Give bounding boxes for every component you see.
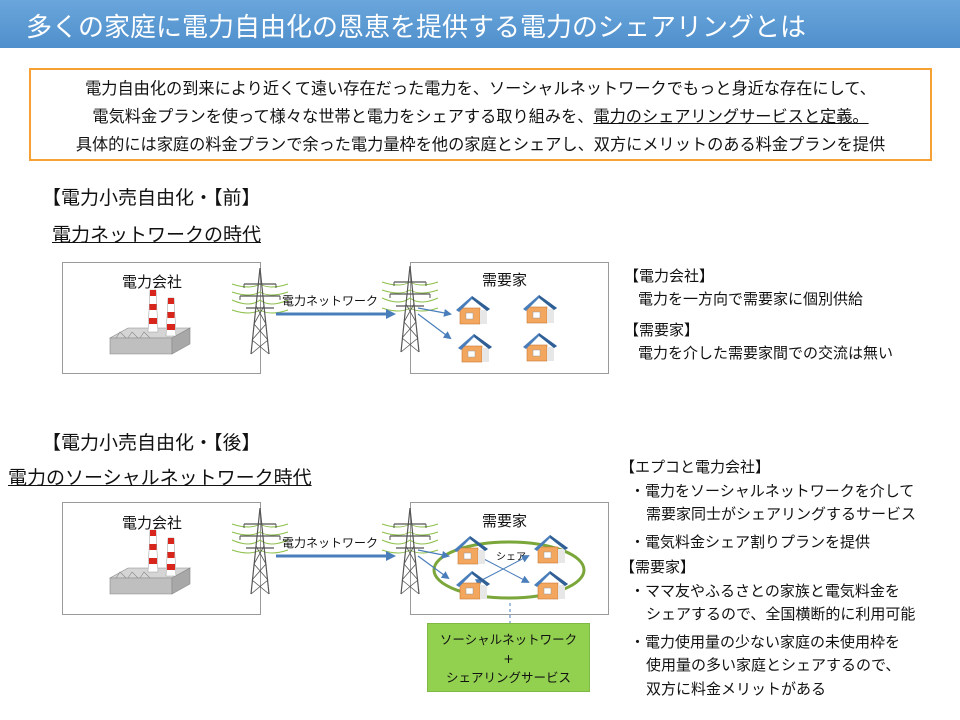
before-consumer-box <box>410 262 609 374</box>
before-heading: 【電力小売自由化・【前】 <box>42 187 261 209</box>
after-subheading: 電力のソーシャルネットワーク時代 <box>8 467 312 489</box>
service-line-2: + <box>503 651 514 666</box>
after-house-icon-1 <box>453 535 489 565</box>
service-line-1: ソーシャルネットワーク <box>439 632 578 647</box>
after-note-consumer-2b: 使用量の多い家庭とシェアするので、 <box>646 656 901 674</box>
share-ellipse <box>432 540 586 600</box>
before-note-consumer-text: 電力を介した需要家間での交流は無い <box>638 344 894 362</box>
before-company-box <box>62 262 261 374</box>
after-note-consumer-2c: 双方に料金メリットがある <box>646 679 827 698</box>
summary-box: 電力自由化の到来により近くて遠い存在だった電力を、ソーシャルネットワークでもっと… <box>29 68 932 161</box>
summary-definition: 電力のシェアリングサービスと定義。 <box>593 107 869 126</box>
after-network-label: 電力ネットワーク <box>282 536 379 550</box>
after-note-consumer-1a: ・ママ友やふるさとの家族と電気料金を <box>630 581 900 600</box>
after-note-epco-1a: ・電力をソーシャルネットワークを介して <box>630 481 915 500</box>
service-line-3: シェアリングサービス <box>445 670 571 685</box>
before-note-company-text: 電力を一方向で需要家に個別供給 <box>638 290 864 308</box>
after-note-consumer-2a: ・電力使用量の少ない家庭の未使用枠を <box>630 632 901 651</box>
after-notes: 【エプコと電力会社】 ・電力をソーシャルネットワークを介して 需要家同士がシェア… <box>620 456 916 701</box>
after-note-consumer-title: 【需要家】 <box>620 558 696 576</box>
summary-line-1: 電力自由化の到来により近くて遠い存在だった電力を、ソーシャルネットワークでもっと… <box>85 79 876 98</box>
summary-line-2: 電気料金プランを使って様々な世帯と電力をシェアする取り組みを、電力のシェアリング… <box>31 103 930 131</box>
after-note-epco-title: 【エプコと電力会社】 <box>620 458 771 476</box>
before-network-label: 電力ネットワーク <box>282 294 379 308</box>
summary-line-3: 具体的には家庭の料金プランで余った電力量枠を他の家庭とシェアし、双方にメリットの… <box>75 135 886 154</box>
after-consumer-label: 需要家 <box>482 512 528 530</box>
page-title: 多くの家庭に電力自由化の恩恵を提供する電力のシェアリングとは <box>26 13 807 43</box>
after-house-icon-4 <box>533 570 569 600</box>
share-label: シェア <box>496 552 526 563</box>
after-tower-left-icon <box>231 507 289 595</box>
service-box: ソーシャルネットワーク + シェアリングサービス <box>427 623 590 692</box>
before-note-consumer-title: 【需要家】 <box>624 321 700 339</box>
after-company-box <box>62 502 261 615</box>
after-house-icon-3 <box>455 570 491 600</box>
before-company-label: 電力会社 <box>122 273 183 291</box>
after-tower-right-icon <box>381 507 439 595</box>
after-heading: 【電力小売自由化・【後】 <box>42 432 261 454</box>
after-house-icon-2 <box>533 534 569 564</box>
after-note-epco-2: ・電気料金シェア割りプランを提供 <box>630 532 871 551</box>
before-note-company-title: 【電力会社】 <box>624 267 715 285</box>
share-arrows <box>474 551 530 587</box>
title-bar: 多くの家庭に電力自由化の恩恵を提供する電力のシェアリングとは <box>0 0 960 48</box>
before-consumer-label: 需要家 <box>482 271 528 289</box>
after-note-consumer-1b: シェアするので、全国横断的に利用可能 <box>646 605 916 623</box>
after-note-epco-1b: 需要家同士がシェアリングするサービス <box>646 505 917 523</box>
before-notes: 【電力会社】 電力を一方向で需要家に個別供給 【需要家】 電力を介した需要家間で… <box>624 265 893 365</box>
after-company-label: 電力会社 <box>122 514 183 532</box>
before-subheading: 電力ネットワークの時代 <box>52 224 262 246</box>
summary-line-2-text: 電気料金プランを使って様々な世帯と電力をシェアする取り組みを、 <box>92 107 594 126</box>
